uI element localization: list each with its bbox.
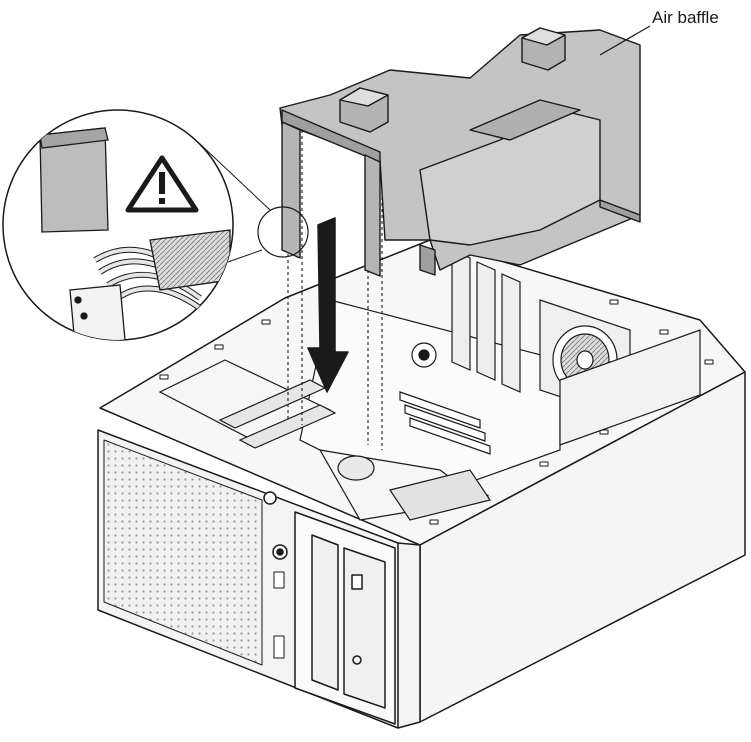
zoom-connector-bottom [227, 249, 263, 263]
detail-zoom-circle [2, 109, 234, 341]
front-mesh-grille [103, 439, 263, 666]
air-baffle-leader-line [599, 25, 651, 56]
down-arrow-icon [307, 217, 349, 393]
drive-cage [158, 359, 491, 521]
optical-drive [311, 534, 339, 691]
zoom-connector-top [199, 143, 271, 211]
pci-cards [451, 249, 521, 393]
memory-slots [399, 391, 491, 455]
air-baffle [279, 27, 641, 277]
warning-triangle-icon [125, 155, 199, 213]
motherboard-area [158, 249, 701, 521]
cable-bundle [93, 246, 207, 315]
power-supply [559, 329, 701, 446]
detail-source-circle [257, 206, 309, 258]
air-baffle-label: Air baffle [652, 8, 719, 27]
usb-ports [273, 571, 285, 589]
drive-eject-icon [352, 655, 362, 665]
